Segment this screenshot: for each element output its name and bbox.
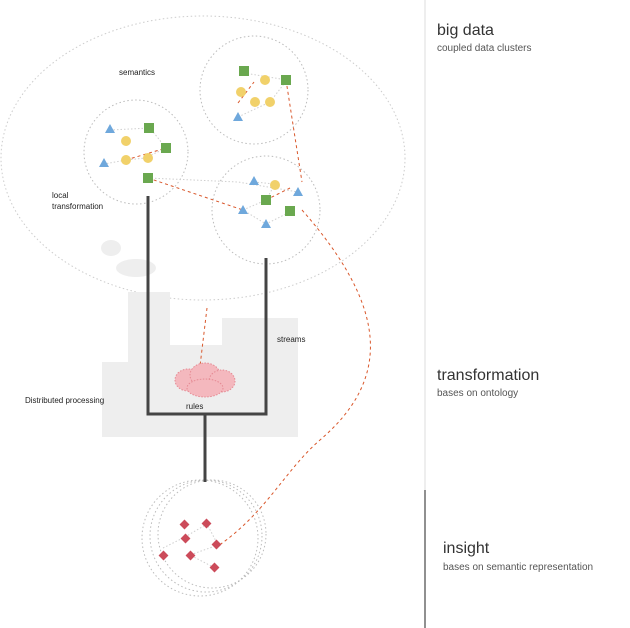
- insight-ring-3: [157, 479, 267, 589]
- red-link: [214, 209, 371, 549]
- triangle-node: [99, 158, 109, 167]
- red-link: [265, 187, 291, 201]
- pipe-left: [146, 196, 268, 416]
- nodes-right: [238, 176, 303, 228]
- insight-ring-2: [149, 479, 263, 593]
- grey-link: [162, 523, 219, 569]
- grey-link: [103, 127, 167, 165]
- circle-node: [236, 87, 246, 97]
- square-node: [144, 123, 154, 133]
- red-link: [147, 177, 244, 211]
- label-streams: streams: [277, 335, 306, 344]
- nodes-top: [233, 66, 291, 121]
- square-node: [281, 75, 291, 85]
- triangle-node: [261, 219, 271, 228]
- label-rules: rules: [186, 402, 204, 411]
- nodes-left: [99, 123, 171, 183]
- nodes-insight: [158, 518, 222, 573]
- circle-node: [143, 153, 153, 163]
- label-local-transformation: local transformation: [52, 191, 104, 211]
- diamond-node: [158, 550, 169, 561]
- square-node: [239, 66, 249, 76]
- red-link: [285, 79, 303, 183]
- section-title-insight: insight: [443, 540, 490, 557]
- square-node: [143, 173, 153, 183]
- triangle-node: [238, 205, 248, 214]
- smoke-puff-1: [101, 240, 121, 256]
- square-node: [261, 195, 271, 205]
- triangle-node: [249, 176, 259, 185]
- triangle-node: [293, 187, 303, 196]
- red-link: [199, 307, 208, 367]
- circle-node: [260, 75, 270, 85]
- section-subtitle-transformation: bases on ontology: [437, 388, 519, 399]
- circle-node: [265, 97, 275, 107]
- label-distributed-processing: Distributed processing: [25, 396, 105, 405]
- diamond-node: [185, 550, 196, 561]
- label-semantics: semantics: [119, 68, 156, 77]
- circle-node: [250, 97, 260, 107]
- circle-node: [121, 136, 131, 146]
- section-subtitle-insight: bases on semantic representation: [443, 562, 594, 573]
- pipes: [146, 196, 268, 482]
- section-title-big-data: big data: [437, 22, 494, 39]
- cluster-right: [211, 155, 321, 265]
- triangle-node: [233, 112, 243, 121]
- diamond-node: [209, 562, 220, 573]
- cloud-puff: [186, 378, 224, 398]
- diamond-node: [179, 519, 190, 530]
- insight-ring-1: [141, 479, 259, 597]
- cluster-top: [199, 35, 309, 145]
- red-link: [237, 81, 255, 104]
- square-node: [285, 206, 295, 216]
- square-node: [161, 143, 171, 153]
- diamond-node: [201, 518, 212, 529]
- smoke-puff-2: [116, 259, 156, 277]
- section-title-transformation: transformation: [437, 367, 540, 384]
- triangle-node: [105, 124, 115, 133]
- rules-cloud: [174, 362, 236, 398]
- diamond-node: [180, 533, 191, 544]
- circle-node: [270, 180, 280, 190]
- section-subtitle-big-data: coupled data clusters: [437, 43, 532, 54]
- big-data-region: [0, 15, 406, 301]
- circle-node: [121, 155, 131, 165]
- cluster-left: [83, 99, 189, 205]
- diamond-node: [211, 539, 222, 550]
